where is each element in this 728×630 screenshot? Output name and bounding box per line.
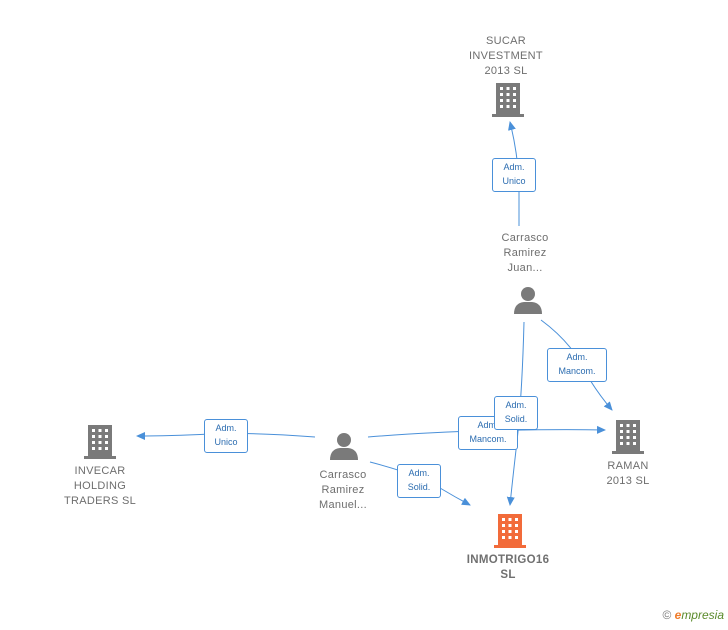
edge-label-manuel-invecar: Adm. Unico [204, 419, 248, 453]
building-icon[interactable] [492, 83, 524, 117]
node-label-sucar[interactable]: SUCAR INVESTMENT 2013 SL [469, 35, 543, 77]
node-label-invecar[interactable]: INVECAR HOLDING TRADERS SL [63, 465, 137, 507]
brand-e: e [674, 608, 682, 622]
building-icon[interactable] [494, 514, 526, 548]
edge-label-juan-inmotrigo: Adm. Solid. [494, 396, 538, 430]
person-icon[interactable] [514, 287, 542, 314]
copyright-symbol: © [662, 608, 672, 622]
node-label-inmotrigo[interactable]: INMOTRIGO16 SL [466, 554, 550, 581]
node-label-raman[interactable]: RAMAN 2013 SL [606, 460, 650, 487]
edge-label-juan-raman: Adm. Mancom. [547, 348, 607, 382]
person-icon[interactable] [330, 433, 358, 460]
brand-name: mpresia [681, 608, 724, 622]
node-label-carrasco-juan[interactable]: Carrasco Ramirez Juan... [501, 232, 549, 274]
edge-label-manuel-inmotrigo: Adm. Solid. [397, 464, 441, 498]
node-label-carrasco-manuel[interactable]: Carrasco Ramirez Manuel... [319, 469, 367, 511]
building-icon[interactable] [84, 425, 116, 459]
empresia-logo: © empresia [662, 608, 724, 622]
edge-label-juan-sucar: Adm. Unico [492, 158, 536, 192]
building-icon[interactable] [612, 420, 644, 454]
